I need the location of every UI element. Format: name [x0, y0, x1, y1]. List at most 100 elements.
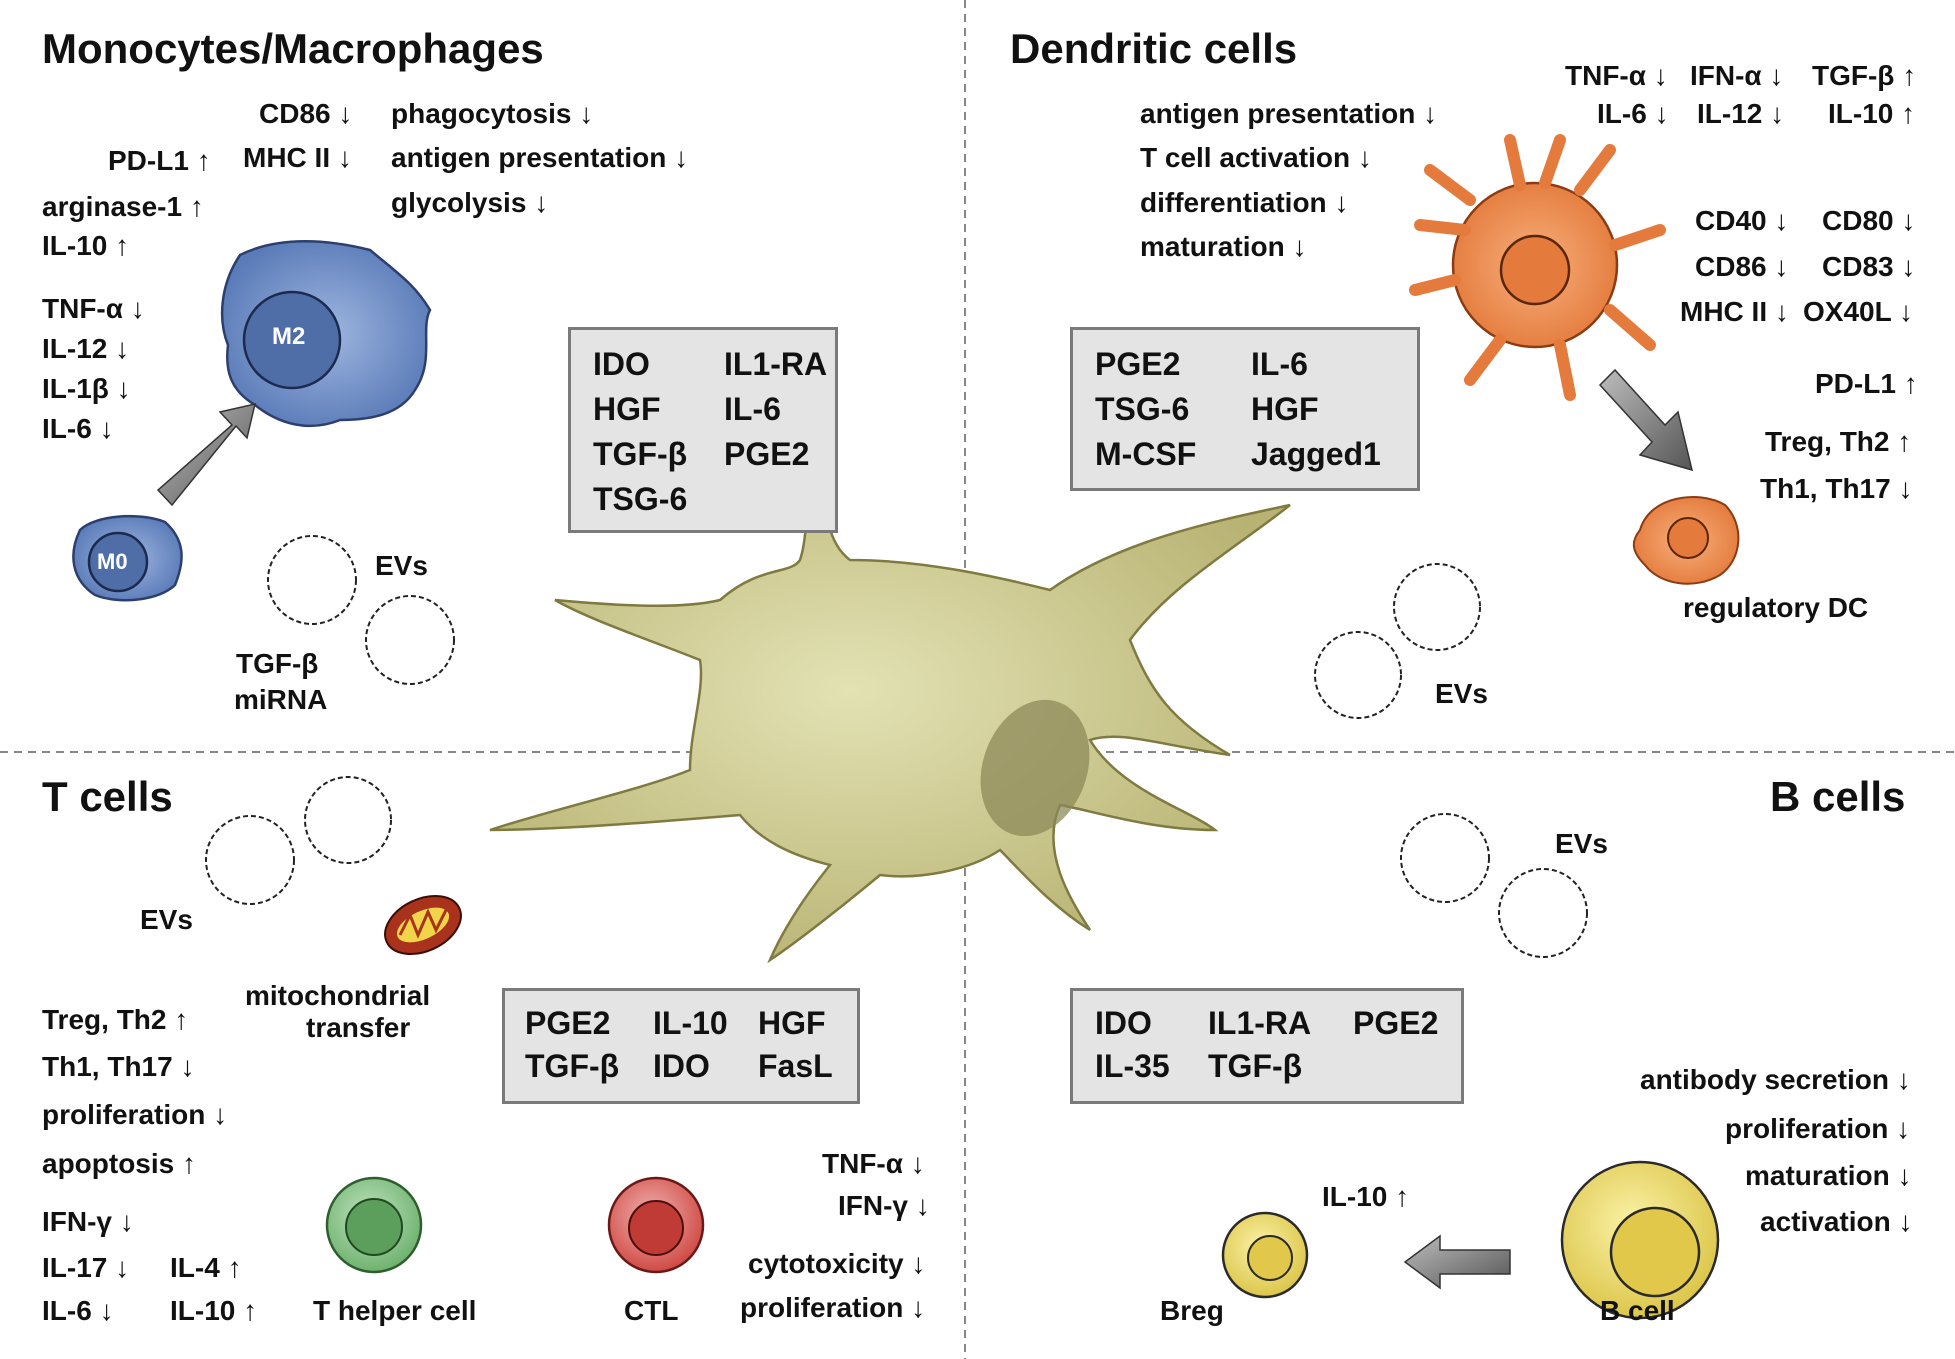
pdl1-label: PD-L1 ↑ — [108, 145, 211, 176]
breg-il10: IL-10 ↑ — [1322, 1181, 1410, 1212]
il1b-label: IL-1β ↓ — [42, 373, 131, 404]
factor-ido: IDO — [593, 346, 650, 382]
ctl-cell — [607, 1176, 705, 1274]
antigen-presentation-label: antigen presentation ↓ — [391, 142, 689, 173]
ev-vesicle — [205, 815, 295, 905]
msc-cell — [489, 465, 1291, 964]
quadrant-title-bcells: B cells — [1770, 773, 1906, 820]
t-il17: IL-17 ↓ — [42, 1252, 130, 1283]
ev-cargo-mirna: miRNA — [234, 684, 328, 715]
factor-tsg6: TSG-6 — [593, 481, 688, 517]
factor-il6: IL-6 — [724, 391, 781, 427]
il12-label: IL-12 ↓ — [42, 333, 130, 364]
dc-pdl1: PD-L1 ↑ — [1815, 368, 1918, 399]
quadrant-title-monocytes: Monocytes/Macrophages — [42, 25, 544, 72]
b-proliferation: proliferation ↓ — [1725, 1113, 1911, 1144]
breg-label: Breg — [1160, 1295, 1224, 1326]
dc-cd40: CD40 ↓ — [1695, 205, 1789, 236]
factor-ido: IDO — [653, 1048, 710, 1084]
tcell-factor-box: PGE2 IL-10 HGF TGF-β IDO FasL — [502, 988, 860, 1104]
cd86-label: CD86 ↓ — [259, 98, 353, 129]
dc-arrow — [1598, 368, 1694, 472]
mito-label-1: mitochondrial — [245, 980, 431, 1011]
t-proliferation: proliferation ↓ — [42, 1099, 228, 1130]
factor-hgf: HGF — [593, 391, 661, 427]
phagocytosis-label: phagocytosis ↓ — [391, 98, 594, 129]
dc-ox40l: OX40L ↓ — [1803, 296, 1913, 327]
dc-cd80: CD80 ↓ — [1822, 205, 1916, 236]
il10-label: IL-10 ↑ — [42, 230, 130, 261]
il6-label: IL-6 ↓ — [42, 413, 114, 444]
factor-il6: IL-6 — [1251, 346, 1308, 382]
ev-cargo-tgfb: TGF-β — [236, 648, 319, 679]
dc-evs-label: EVs — [1435, 678, 1488, 709]
dc-il6: IL-6 ↓ — [1597, 98, 1669, 129]
t-il6: IL-6 ↓ — [42, 1295, 114, 1326]
arginase-label: arginase-1 ↑ — [42, 191, 204, 222]
factor-tgfb: TGF-β — [593, 436, 688, 472]
ctl-label: CTL — [624, 1295, 679, 1326]
differentiation-arrow — [156, 403, 257, 507]
breg-arrow — [1403, 1234, 1511, 1290]
dc-tgfb: TGF-β ↑ — [1812, 60, 1917, 91]
t-il10: IL-10 ↑ — [170, 1295, 258, 1326]
factor-hgf: HGF — [1251, 391, 1319, 427]
factor-pge2: PGE2 — [525, 1005, 611, 1041]
mitochondrion — [384, 894, 462, 956]
evs-label: EVs — [375, 550, 428, 581]
factor-il10: IL-10 — [653, 1005, 728, 1041]
ctl-proliferation: proliferation ↓ — [740, 1292, 926, 1323]
factor-mcsf: M-CSF — [1095, 436, 1197, 472]
m2-label: M2 — [272, 323, 306, 350]
ctl-tnf: TNF-α ↓ — [822, 1148, 925, 1179]
quadrant-title-tcells: T cells — [42, 773, 173, 820]
ev-vesicle — [304, 776, 392, 864]
factor-pge2: PGE2 — [1095, 346, 1181, 382]
factor-pge2: PGE2 — [1353, 1005, 1439, 1041]
t-treg: Treg, Th2 ↑ — [42, 1004, 189, 1035]
factor-tgfb: TGF-β — [1208, 1048, 1303, 1084]
factor-il1ra: IL1-RA — [724, 346, 828, 382]
ev-vesicle — [1393, 563, 1481, 651]
dc-antigen-presentation: antigen presentation ↓ — [1140, 98, 1438, 129]
ev-vesicle — [365, 595, 455, 685]
t-ifng: IFN-γ ↓ — [42, 1206, 134, 1237]
dc-factor-box: PGE2 IL-6 TSG-6 HGF M-CSF Jagged1 — [1070, 327, 1420, 491]
dc-th1: Th1, Th17 ↓ — [1760, 473, 1913, 504]
regulatory-dc-label: regulatory DC — [1683, 592, 1869, 623]
ev-vesicle — [1314, 631, 1402, 719]
dc-cd86: CD86 ↓ — [1695, 251, 1789, 282]
ev-vesicle — [1498, 868, 1588, 958]
factor-hgf: HGF — [758, 1005, 826, 1041]
b-evs-label: EVs — [1555, 828, 1608, 859]
factor-tsg6: TSG-6 — [1095, 391, 1190, 427]
t-il4: IL-4 ↑ — [170, 1252, 242, 1283]
dc-treg: Treg, Th2 ↑ — [1765, 426, 1912, 457]
dc-tcell-activation: T cell activation ↓ — [1140, 142, 1372, 173]
dc-il12: IL-12 ↓ — [1697, 98, 1785, 129]
m0-monocyte — [72, 514, 183, 602]
dc-maturation: maturation ↓ — [1140, 231, 1307, 262]
t-th1: Th1, Th17 ↓ — [42, 1051, 195, 1082]
factor-tgfb: TGF-β — [525, 1048, 620, 1084]
factor-jagged1: Jagged1 — [1251, 436, 1381, 472]
mito-label-2: transfer — [306, 1012, 411, 1043]
factor-il1ra: IL1-RA — [1208, 1005, 1312, 1041]
factor-il35: IL-35 — [1095, 1048, 1170, 1084]
dc-mhc: MHC II ↓ — [1680, 296, 1789, 327]
quadrant-title-dendritic: Dendritic cells — [1010, 25, 1298, 72]
b-maturation: maturation ↓ — [1745, 1160, 1912, 1191]
bcell-factor-box: IDO IL1-RA PGE2 IL-35 TGF-β — [1070, 988, 1464, 1104]
regulatory-dc-cell — [1632, 496, 1740, 585]
breg-cell — [1221, 1211, 1309, 1299]
t-helper-label: T helper cell — [313, 1295, 477, 1326]
m2-macrophage — [220, 240, 432, 428]
ev-vesicle — [1400, 813, 1490, 903]
factor-pge2: PGE2 — [724, 436, 810, 472]
tnf-label: TNF-α ↓ — [42, 293, 145, 324]
t-helper-cell — [325, 1176, 423, 1274]
ctl-cytotoxicity: cytotoxicity ↓ — [748, 1248, 926, 1279]
factor-ido: IDO — [1095, 1005, 1152, 1041]
mono-factor-box: IDO IL1-RA HGF IL-6 TGF-β PGE2 TSG-6 — [568, 327, 838, 533]
